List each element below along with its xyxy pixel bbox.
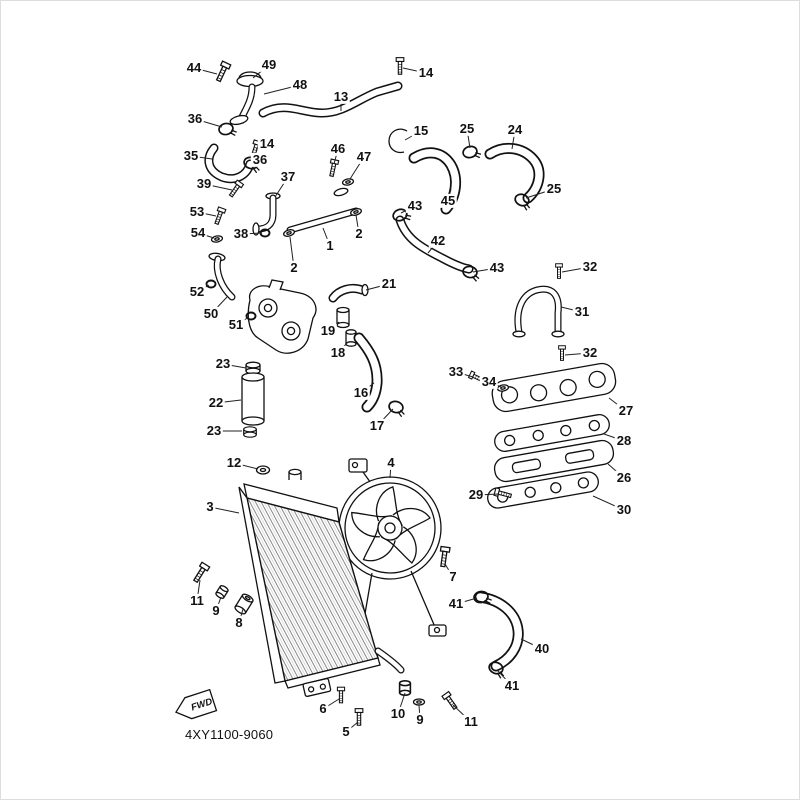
bolt-32 [555,263,563,279]
bolt-53 [212,206,227,226]
clip-15 [388,128,408,154]
cap-23 [243,426,257,438]
hose-45 [414,153,456,209]
grommet-12 [255,465,271,475]
clamp-17 [386,399,408,419]
washer-2 [282,227,296,239]
bolt-7 [437,545,451,568]
damper-8 [233,592,255,616]
bolt-46 [327,158,340,178]
washer-47 [341,177,355,187]
radiator-cap-assembly [213,60,264,159]
bolt-11 [441,690,460,712]
bolt-11 [191,561,211,585]
pipe-1 [282,158,363,239]
pipe-19 [336,306,350,329]
bolt-5 [354,708,364,726]
washer-9 [412,698,426,706]
pipe-31 [512,263,566,361]
fwd-arrow: FWD [175,688,218,720]
pipe-37 [210,179,281,244]
collar-10 [398,680,412,696]
hose-13 [263,57,408,154]
clamp-25 [460,143,483,163]
cooling-fan [338,458,447,649]
hose-16 [359,338,408,419]
collar-9 [214,583,230,601]
bolt-44 [213,60,232,84]
bolt-6 [336,686,346,704]
cap-23 [245,361,261,375]
gasket-30 [487,471,599,509]
plate-26 [493,439,615,483]
bolt-32 [558,345,566,361]
outlet-pipe-50 [205,252,257,321]
washer-54 [210,234,224,244]
gasket-28 [494,414,610,452]
hose-24 [460,143,539,212]
hose-21 [333,283,369,299]
bolt-14 [395,57,405,75]
oring-52 [205,279,217,289]
diagram-code: 4XY1100-9060 [185,727,274,742]
bolt-14 [248,139,263,159]
bolt-29 [493,487,513,501]
joint-housing-27 [491,362,617,413]
thermostat-housing [247,279,317,354]
reservoir-tank-22 [241,361,265,438]
radiator [238,465,405,698]
hose-40 [472,588,518,680]
hose-42 [390,205,482,283]
bolt-33 [467,370,487,385]
